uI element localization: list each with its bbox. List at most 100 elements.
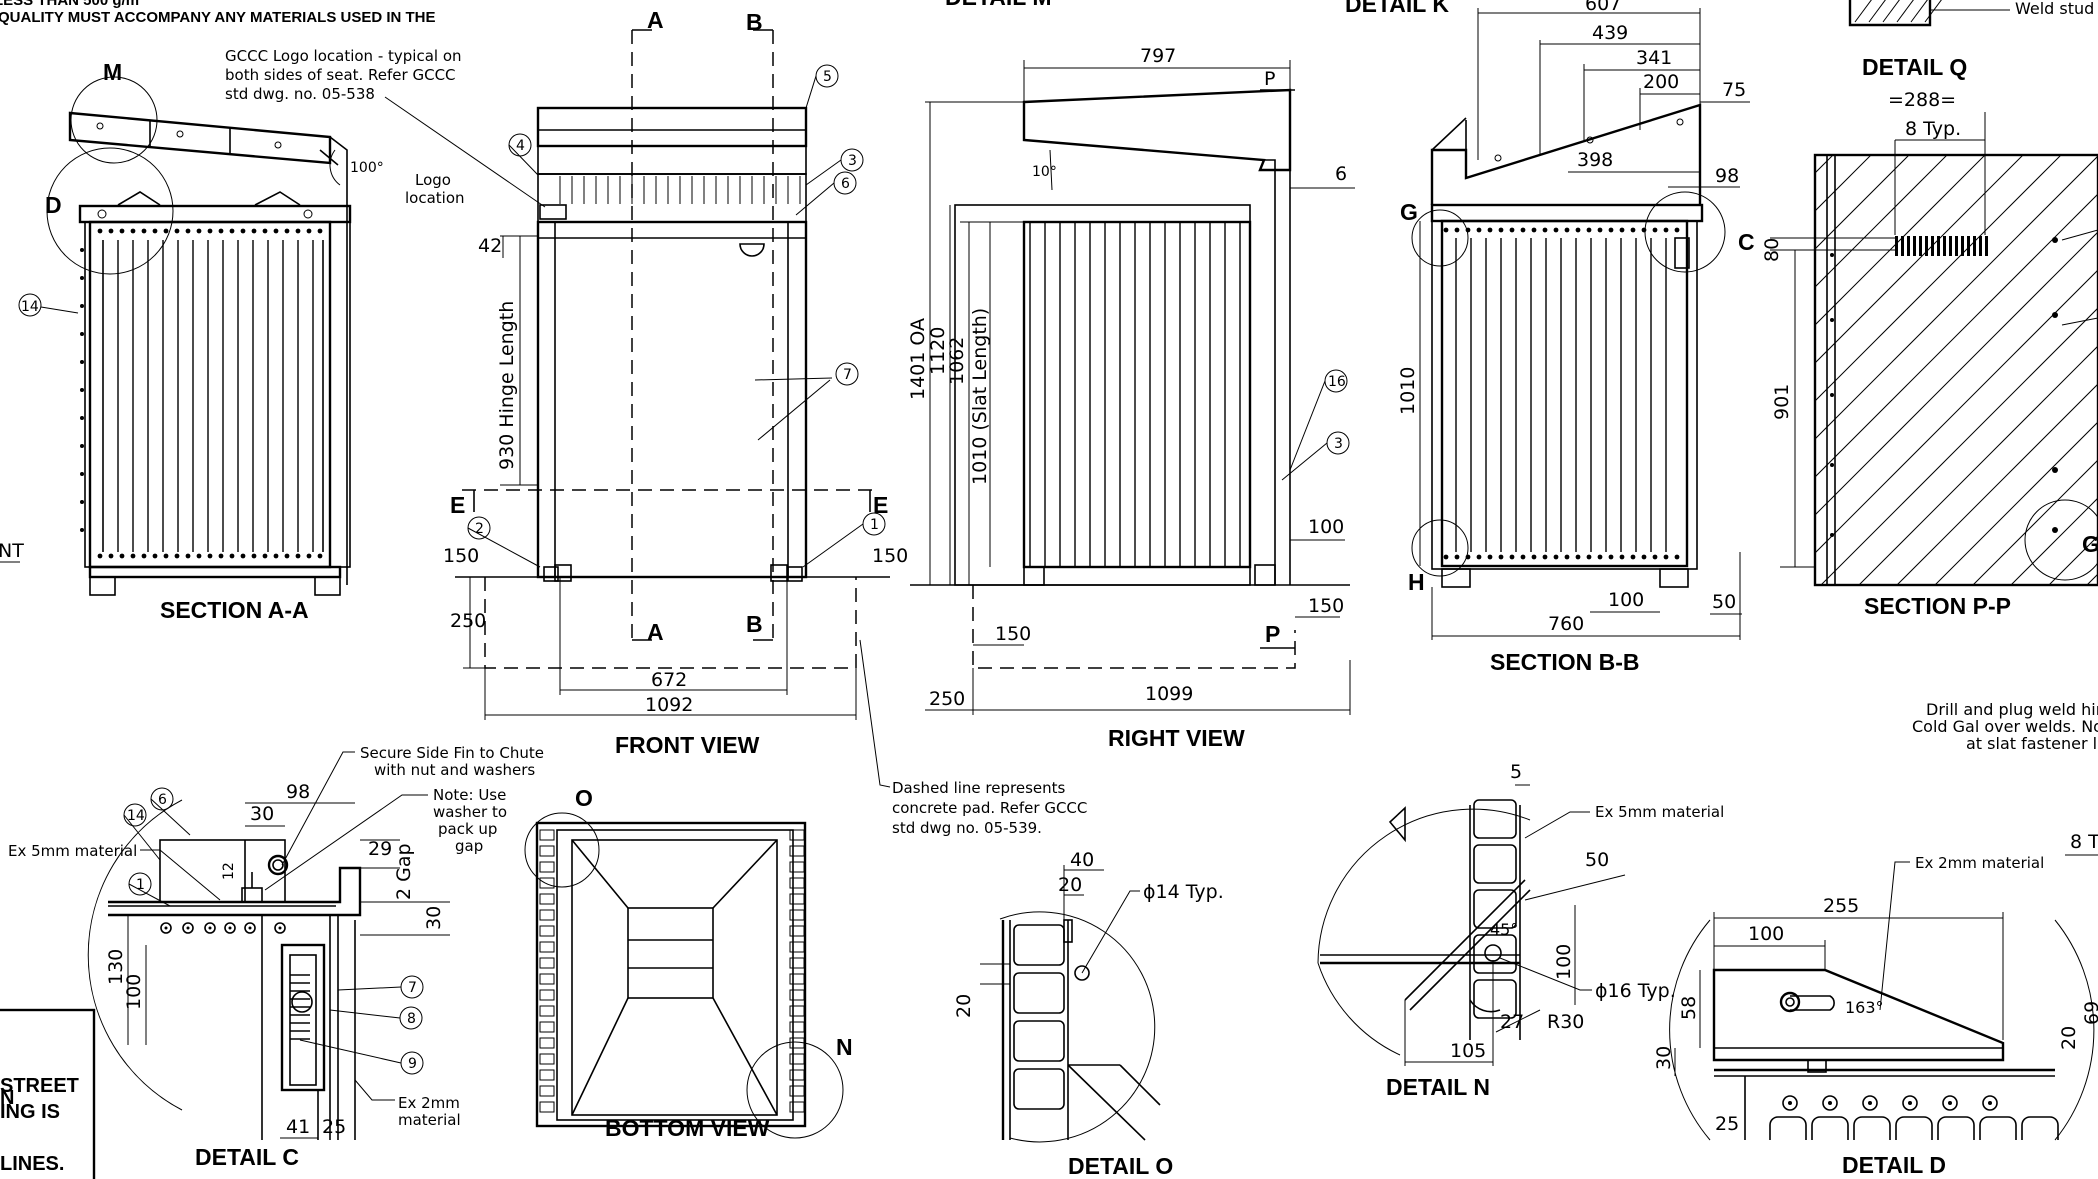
dim-12-c: 12 xyxy=(221,862,237,880)
ex5-n-note: Ex 5mm material xyxy=(1595,803,1724,821)
balloon-leader xyxy=(128,883,171,907)
marker-o: O xyxy=(575,785,593,811)
dim-1010-slat: 1010 (Slat Length) xyxy=(969,308,991,485)
side-pin xyxy=(80,248,84,252)
slot-mark xyxy=(1931,236,1934,256)
fastener-dot xyxy=(306,228,312,234)
info-box-line-3: ING IS xyxy=(0,1101,60,1123)
balloon-leader xyxy=(337,986,402,991)
hatch-line xyxy=(1815,269,2098,554)
rivet xyxy=(274,922,286,934)
section-bb-view: G H C DETAIL K 607 439 341 200 75 398 98… xyxy=(1345,0,1755,675)
marker-p-top: P xyxy=(1264,68,1275,90)
balloon-leader xyxy=(795,182,835,216)
washer-note-1: Note: Use xyxy=(433,786,506,804)
rivet xyxy=(204,922,216,934)
dim-250: 250 xyxy=(450,610,486,632)
side-pin xyxy=(80,528,84,532)
slot-mark xyxy=(1943,236,1946,256)
balloon-1: 1 xyxy=(136,877,145,893)
slot-mark xyxy=(1955,236,1958,256)
dim-27-n: 27 xyxy=(1500,1011,1524,1033)
hatch-line xyxy=(1858,345,2098,585)
section-marker-b-bot: B xyxy=(746,611,763,637)
balloon-8: 8 xyxy=(407,1011,416,1027)
rivet-center xyxy=(1868,1101,1872,1105)
fastener-dot xyxy=(152,553,158,559)
cell xyxy=(1853,1116,1891,1140)
fastener-dot xyxy=(163,553,169,559)
secure-note-2: with nut and washers xyxy=(374,761,535,779)
logo-note-1: GCCC Logo location - typical on xyxy=(225,47,462,65)
fastener-dot xyxy=(273,228,279,234)
header-note-2: QUALITY MUST ACCOMPANY ANY MATERIALS USE… xyxy=(0,9,436,26)
pin xyxy=(2052,237,2058,243)
cell xyxy=(1895,1116,1933,1140)
fastener-dot xyxy=(1597,554,1603,560)
fastener-dot xyxy=(207,228,213,234)
dim-98-c: 98 xyxy=(286,781,310,803)
rivet-center xyxy=(186,926,190,930)
fastener-dot xyxy=(229,553,235,559)
detail-d-view: 255 100 Ex 2mm material 163° 58 30 25 20… xyxy=(1653,700,2098,1178)
dim-42: 42 xyxy=(478,235,502,257)
fastener-dot xyxy=(251,553,257,559)
dim-1010-bb: 1010 xyxy=(1397,367,1419,415)
hatch-line xyxy=(1815,155,2024,364)
fin xyxy=(789,1085,805,1097)
fastener-dot xyxy=(1674,227,1680,233)
hatch-line xyxy=(1854,0,1872,23)
dim-797: 797 xyxy=(1140,45,1176,67)
dim-250-rv: 250 xyxy=(929,688,965,710)
hatch-line xyxy=(1815,193,2098,478)
cell xyxy=(1937,1116,1975,1140)
cell xyxy=(1473,934,1517,974)
hatch-line xyxy=(1934,421,2098,585)
section-marker-a-top: A xyxy=(647,7,664,33)
cell xyxy=(1811,1116,1849,1140)
detail-o-view: 40 20 ϕ14 Typ. 20 DETAIL O xyxy=(953,849,1224,1179)
dim-98: 98 xyxy=(1715,165,1739,187)
fastener-dot xyxy=(196,553,202,559)
dim-5-n: 5 xyxy=(1510,761,1522,783)
balloon-6: 6 xyxy=(841,176,850,192)
dim-1401-oa: 1401 OA xyxy=(907,318,929,400)
fastener-dot xyxy=(163,228,169,234)
rivet-center xyxy=(1988,1101,1992,1105)
detail-n-view: 5 Ex 5mm material 50 45° 100 ϕ16 Typ. 27… xyxy=(1317,761,1724,1100)
side-pin xyxy=(80,332,84,336)
rivet-center xyxy=(228,926,232,930)
side-pin xyxy=(80,416,84,420)
dim-672: 672 xyxy=(651,669,687,691)
marker-g: G xyxy=(1400,199,1418,225)
balloon-leader xyxy=(299,1039,402,1064)
fastener-dot xyxy=(1652,554,1658,560)
dim-930-hinge: 930 Hinge Length xyxy=(496,301,518,470)
slot-mark xyxy=(1901,236,1904,256)
dim-6: 6 xyxy=(1335,163,1347,185)
cell xyxy=(1013,1068,1065,1110)
right-view: 797 P 10° 6 1401 OA 1120 1062 1010 (Slat… xyxy=(907,0,1355,751)
balloon-leader xyxy=(123,814,161,861)
dim-163-d: 163° xyxy=(1845,998,1884,1017)
slot-mark xyxy=(1979,236,1982,256)
ex2-c-note-1: Ex 2mm xyxy=(398,1094,460,1112)
detail-k-title: DETAIL K xyxy=(1345,0,1449,17)
side-pin xyxy=(80,276,84,280)
pin xyxy=(1830,463,1834,467)
fastener-dot xyxy=(1575,227,1581,233)
front-view: A B A B E E 42 930 Hinge Length 150 150 … xyxy=(225,7,1087,837)
detail-q-title: DETAIL Q xyxy=(1862,54,1967,80)
fastener-dot xyxy=(1630,227,1636,233)
fin xyxy=(539,925,555,937)
side-pin xyxy=(80,500,84,504)
hatch-line xyxy=(1815,231,2098,516)
dim-150-rv: 150 xyxy=(995,623,1031,645)
fastener-dot xyxy=(174,228,180,234)
balloon-leader xyxy=(805,159,842,186)
rivet xyxy=(160,922,172,934)
cell xyxy=(1769,1116,1807,1140)
fin xyxy=(789,829,805,841)
cell xyxy=(1473,799,1517,839)
